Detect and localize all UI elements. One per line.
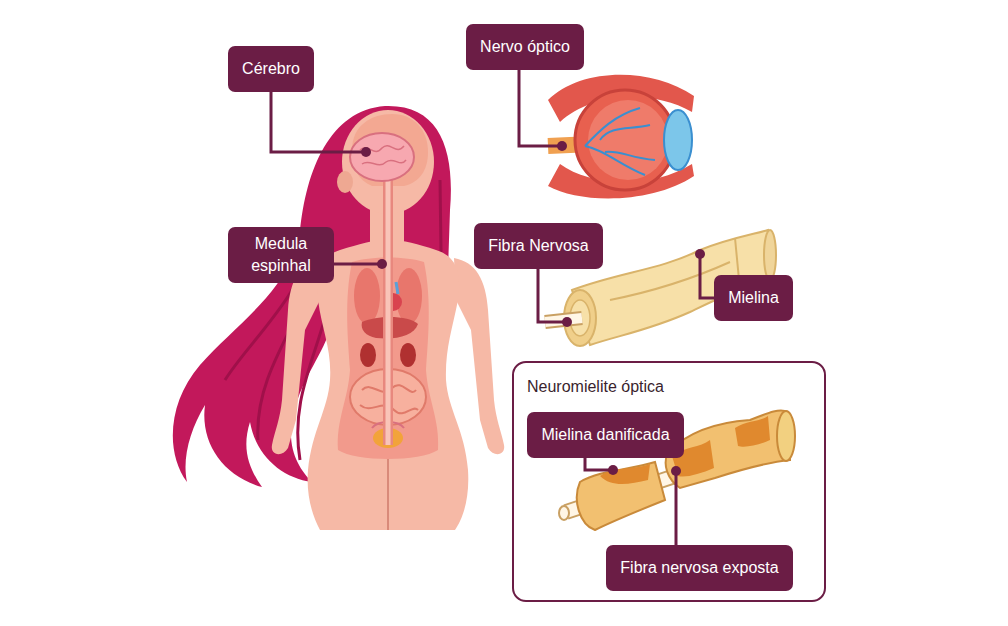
leader-line	[519, 69, 562, 146]
retinal-veins	[585, 108, 655, 175]
cornea	[664, 110, 692, 170]
damaged-myelin	[577, 462, 665, 530]
lung	[354, 268, 380, 324]
left-arm	[272, 258, 322, 454]
spinal-cord-core	[386, 170, 391, 445]
damage-patch	[735, 416, 770, 447]
label-text: Nervo óptico	[480, 36, 570, 58]
brain-folds	[360, 146, 406, 165]
label-text: Mielina	[728, 287, 779, 309]
label-text: Fibra Nervosa	[488, 235, 588, 257]
leader-line	[271, 92, 366, 152]
label-text: Mielina danificada	[541, 424, 669, 446]
leader-line	[675, 471, 678, 545]
ear	[337, 171, 353, 193]
hair	[173, 106, 451, 487]
damaged-myelin	[666, 410, 790, 488]
leader-line	[334, 263, 382, 266]
label-box: Fibra nervosa exposta	[606, 545, 793, 591]
label-box: Nervo óptico	[466, 24, 584, 70]
leader-dots	[361, 141, 705, 476]
axon-end	[559, 506, 569, 520]
label-box: Medula espinhal	[228, 227, 334, 283]
leg-line	[387, 452, 389, 530]
label-box: Mielina danificada	[527, 412, 684, 458]
leader-lines	[271, 69, 714, 545]
label-text: Fibra nervosa exposta	[620, 557, 778, 579]
leader-line	[538, 268, 567, 322]
damage-patch	[600, 464, 650, 484]
panel-heading: Neuromielite óptica	[527, 376, 664, 398]
leader-dot	[695, 249, 705, 259]
fiber-end	[777, 411, 795, 461]
leader-line	[700, 254, 714, 298]
leader-dot	[557, 141, 567, 151]
lung	[396, 268, 422, 324]
label-text: Medula espinhal	[242, 233, 320, 277]
kidney	[400, 343, 416, 367]
label-box: Cérebro	[228, 46, 314, 92]
label-text: Cérebro	[242, 58, 300, 80]
leader-dot	[377, 259, 387, 269]
label-box: Mielina	[714, 275, 793, 321]
leader-dot	[671, 466, 681, 476]
inset-panel: Neuromielite ópticaMielina danificadaFib…	[512, 361, 826, 602]
leader-dot	[361, 147, 371, 157]
spinal-cord	[383, 170, 393, 445]
brain	[350, 133, 414, 181]
eyeball	[575, 90, 675, 190]
label-box: Fibra Nervosa	[474, 223, 603, 269]
leader-dot	[562, 317, 572, 327]
vessel	[396, 282, 398, 294]
leader-dot	[608, 465, 618, 475]
kidney	[360, 343, 376, 367]
fiber-end	[764, 230, 776, 280]
right-arm	[454, 258, 504, 454]
